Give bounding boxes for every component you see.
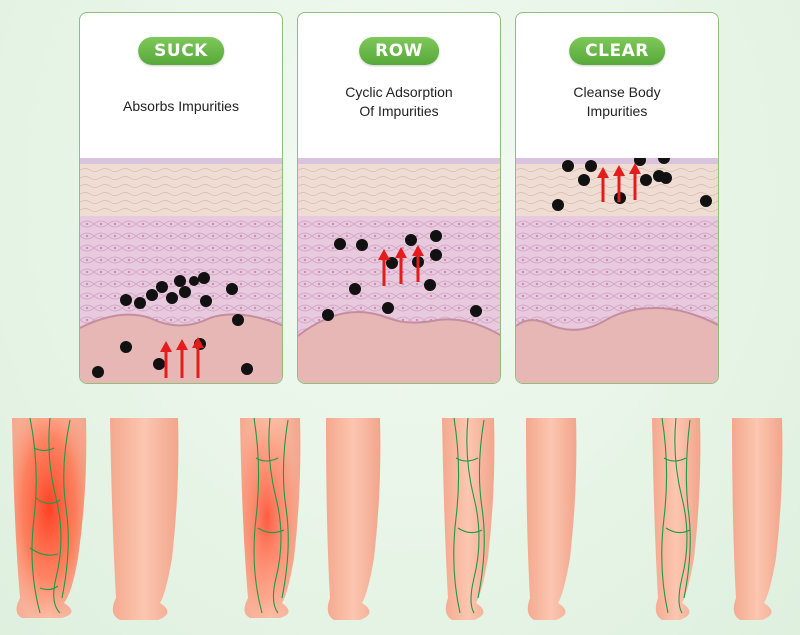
panel-clear: CLEAR Cleanse Body Impurities: [515, 12, 719, 384]
suck-description: Absorbs Impurities: [123, 98, 239, 114]
legs-comparison: [12, 417, 783, 620]
panel-row: ROW Cyclic Adsorption Of Impurities: [297, 12, 501, 384]
clear-badge: CLEAR: [569, 37, 665, 65]
skin-cross-section-clear: [516, 158, 718, 383]
skin-cross-section-suck: [80, 158, 282, 383]
clear-description: Cleanse Body Impurities: [573, 84, 661, 119]
suck-badge: SUCK: [138, 37, 224, 65]
leg-pair-1: [12, 417, 179, 620]
row-badge: ROW: [359, 37, 439, 65]
leg-pair-3: [442, 417, 577, 620]
leg-pair-2: [240, 417, 381, 620]
panel-suck: SUCK Absorbs Impurities: [79, 12, 283, 384]
row-description: Cyclic Adsorption Of Impurities: [345, 84, 453, 119]
skin-cross-section-row: [298, 158, 500, 383]
leg-pair-4: [652, 417, 783, 620]
